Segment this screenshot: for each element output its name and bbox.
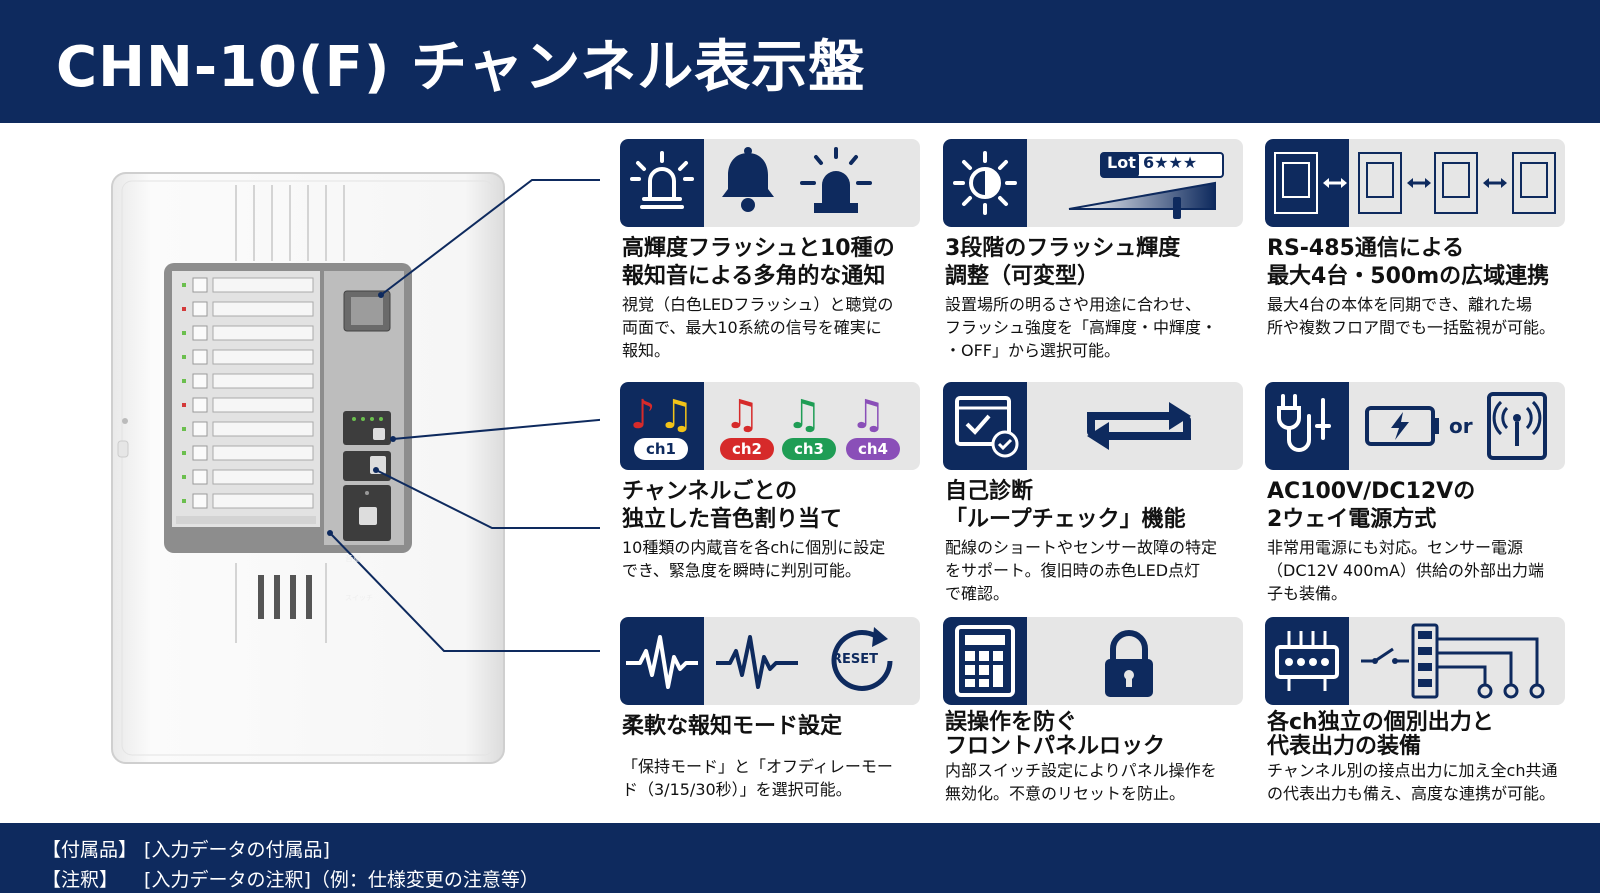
feature-panel-lock: 誤操作を防ぐ フロントパネルロック 内部スイッチ設定によりパネル操作を 無効化。… [943, 617, 1243, 817]
loop-arrows-icon [1087, 402, 1191, 450]
music-note-icon: ♪♫ ♫ ♫ ♫ [630, 392, 886, 438]
self-check-icon [955, 396, 1019, 458]
accessory-value: [入力データの付属品] [144, 839, 330, 861]
terminal-block-icon [1275, 631, 1339, 691]
feature-title: RS-485通信による 最大4台・500mの広域連携 [1267, 236, 1550, 289]
padlock-icon [1105, 630, 1153, 697]
icon-strip [620, 139, 920, 227]
channel-chip-ch3: ch3 [782, 438, 836, 460]
svg-text:♫: ♫ [850, 392, 886, 438]
icon-strip [943, 617, 1243, 705]
svg-text:♫: ♫ [724, 392, 760, 438]
feature-title: 自己診断 「ループチェック」機能 [945, 479, 1186, 532]
icon-strip [1265, 139, 1565, 227]
feature-title: チャンネルごとの 独立した音色割り当て [622, 479, 843, 532]
channel-display-panel-illustration [111, 172, 611, 764]
or-separator: or [1449, 414, 1473, 438]
volume-button-label: 音量 [345, 554, 361, 563]
feature-title: 高輝度フラッシュと10種の 報知音による多角的な通知 [622, 236, 895, 289]
icon-strip: Lot 6★★★ [943, 139, 1243, 227]
feature-loop-check: 自己診断 「ループチェック」機能 配線のショートやセンサー故障の特定 をサポート… [943, 382, 1243, 603]
product-image: 音量 スイッチ [0, 123, 611, 823]
footer-bar: 【付属品】 [入力データの付属品] 【注釈】 [入力データの注釈]（例：仕様変更… [0, 823, 1600, 893]
feature-title: 3段階のフラッシュ輝度 調整（可変型） [945, 236, 1181, 289]
switch-button-label: スイッチ [345, 594, 373, 602]
feature-flash-notification: 高輝度フラッシュと10種の 報知音による多角的な通知 視覚（白色LEDフラッシュ… [620, 139, 920, 369]
feature-notify-mode: RESET 柔軟な報知モード設定 「保持モード」と「オフディレーモー ド（3/1… [620, 617, 920, 817]
feature-title: 各ch独立の個別出力と 代表出力の装備 [1267, 710, 1494, 759]
icon-strip [943, 382, 1243, 470]
feature-dual-power: or AC100V/DC12Vの 2ウェイ電源方式 非常用電源にも対応。センサー… [1265, 382, 1565, 603]
header-bar: CHN-10(F) チャンネル表示盤 [0, 0, 1600, 123]
linked-panels-icon [1274, 152, 1556, 214]
channel-chip-ch4: ch4 [846, 438, 900, 460]
brightness-icon [953, 151, 1017, 215]
svg-text:♫: ♫ [786, 392, 822, 438]
channel-chip-ch2: ch2 [720, 438, 774, 460]
siren-icon [800, 147, 872, 213]
feature-description: 配線のショートやセンサー故障の特定 をサポート。復旧時の赤色LED点灯 で確認。 [945, 538, 1218, 603]
brightness-slider-icon [1068, 152, 1224, 219]
feature-description: チャンネル別の接点出力に加え全ch共通 の代表出力も備え、高度な連携が可能。 [1267, 761, 1558, 803]
page-title: CHN-10(F) チャンネル表示盤 [56, 35, 866, 100]
lot-badge-label: Lot [1107, 153, 1136, 172]
reset-label: RESET [832, 652, 879, 667]
note-label: 【注釈】 [42, 869, 119, 891]
feature-title: AC100V/DC12Vの 2ウェイ電源方式 [1267, 479, 1476, 532]
battery-icon [1365, 406, 1439, 446]
feature-flash-brightness: Lot 6★★★ 3段階のフラッシュ輝度 調整（可変型） 設置場所の明るさや用途… [943, 139, 1243, 369]
feature-title: 誤操作を防ぐ フロントパネルロック [945, 710, 1166, 759]
feature-title: 柔軟な報知モード設定 [622, 714, 843, 739]
antenna-icon [1487, 392, 1547, 460]
feature-description: 「保持モード」と「オフディレーモー ド（3/15/30秒）」を選択可能。 [622, 757, 893, 799]
pulse-wave-secondary-icon [716, 635, 798, 689]
icon-strip: RESET [620, 617, 920, 705]
lot-badge-stars: 6★★★ [1143, 153, 1198, 172]
note-value: [入力データの注釈]（例：仕様変更の注意等） [144, 869, 539, 891]
svg-text:♫: ♫ [658, 392, 694, 438]
feature-channel-sounds: ♪♫ ♫ ♫ ♫ ch1 ch2 ch3 ch4 チャンネルごとの 独立した音色… [620, 382, 920, 602]
icon-strip: or [1265, 382, 1565, 470]
relay-output-icon [1361, 623, 1545, 699]
accessory-label: 【付属品】 [42, 839, 138, 861]
feature-description: 内部スイッチ設定によりパネル操作を 無効化。不意のリセットを防止。 [945, 761, 1217, 803]
feature-individual-output: 各ch独立の個別出力と 代表出力の装備 チャンネル別の接点出力に加え全ch共通 … [1265, 617, 1565, 817]
svg-text:♪: ♪ [630, 392, 656, 438]
feature-description: 最大4台の本体を同期でき、離れた場 所や複数フロア間でも一括監視が可能。 [1267, 295, 1556, 337]
keypad-lock-icon [955, 625, 1015, 697]
icon-strip: ♪♫ ♫ ♫ ♫ ch1 ch2 ch3 ch4 [620, 382, 920, 470]
icon-strip [1265, 617, 1565, 705]
feature-description: 非常用電源にも対応。センサー電源 （DC12V 400mA）供給の外部出力端 子… [1267, 538, 1544, 603]
feature-description: 設置場所の明るさや用途に合わせ、 フラッシュ強度を「高輝度・中輝度・ ・OFF」… [945, 295, 1218, 360]
feature-description: 10種類の内蔵音を各chに個別に設定 でき、緊急度を瞬時に判別可能。 [622, 538, 886, 580]
feature-description: 視覚（白色LEDフラッシュ）と聴覚の 両面で、最大10系統の信号を確実に 報知。 [622, 295, 894, 360]
channel-chip-ch1: ch1 [634, 438, 688, 460]
note-row: 【注釈】 [入力データの注釈]（例：仕様変更の注意等） [42, 865, 539, 892]
reset-icon [831, 627, 893, 691]
accessory-row: 【付属品】 [入力データの付属品] [42, 835, 330, 862]
power-plug-icon [1277, 394, 1331, 452]
rotating-beacon-icon [630, 151, 694, 209]
bell-icon [722, 147, 774, 212]
pulse-wave-icon [626, 635, 698, 689]
feature-rs485-link: RS-485通信による 最大4台・500mの広域連携 最大4台の本体を同期でき、… [1265, 139, 1565, 369]
